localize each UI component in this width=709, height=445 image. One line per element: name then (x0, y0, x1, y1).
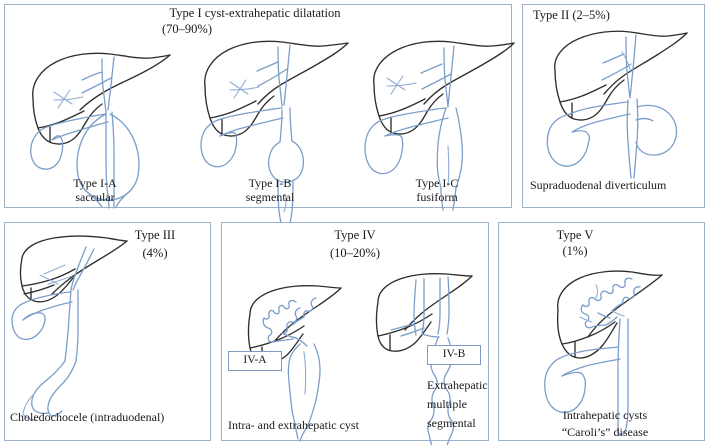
label-type-1-b-line2: segmental (245, 190, 295, 204)
caption-type-5-line2: “Caroli’s” disease (561, 425, 649, 439)
diagram-type-3 (11, 235, 128, 421)
box-label-type-4-a: IV-A (228, 351, 282, 371)
panel-type-3 (4, 222, 211, 441)
panel-type-5 (498, 222, 705, 441)
caption-type-4-b-line3: segmental (427, 416, 476, 430)
caption-type-5-line1: Intrahepatic cysts (562, 408, 648, 422)
caption-type-3: Choledochocele (intraduodenal) (10, 410, 165, 424)
diagram-type-5 (544, 270, 663, 436)
panel-type-5-title-line1: Type V (556, 228, 594, 242)
panel-type-4 (221, 222, 489, 441)
caption-type-4-b-line1: Extrahepatic (427, 378, 488, 392)
caption-type-4-b-line2: multiple (427, 397, 467, 411)
panel-type-4-title-line2: (10–20%) (330, 246, 380, 260)
caption-type-4-a: Intra- and extrahepatic cyst (228, 418, 359, 432)
diagram-type-1-c (364, 40, 515, 211)
label-type-1-a-line2: saccular (75, 190, 115, 204)
panel-type-2 (522, 4, 705, 208)
diagram-type-4-a (247, 284, 342, 442)
box-label-type-4-b: IV-B (427, 345, 481, 365)
panel-type-2-title: Type II (2–5%) (533, 8, 610, 22)
label-type-1-c-line2: fusiform (416, 190, 458, 204)
panel-type-1-title-line1: Type I cyst-extrahepatic dilatation (169, 6, 341, 20)
diagram-type-1-a (30, 52, 171, 209)
diagram-type-1-b (200, 40, 349, 230)
diagram-type-4-b (375, 272, 473, 445)
label-type-1-a-line1: Type I-A (73, 176, 117, 190)
panel-type-5-title-line2: (1%) (562, 244, 588, 258)
panel-type-1 (4, 4, 512, 208)
panel-type-1-title-line2: (70–90%) (162, 22, 212, 36)
panel-type-3-title-line2: (4%) (142, 246, 168, 260)
panel-type-4-title-line1: Type IV (334, 228, 376, 242)
label-type-1-b-line1: Type I-B (248, 176, 292, 190)
diagram-type-2 (546, 30, 688, 179)
panel-type-3-title-line1: Type III (134, 228, 176, 242)
caption-type-2: Supraduodenal diverticulum (530, 178, 667, 192)
label-type-1-c-line1: Type I-C (415, 176, 459, 190)
